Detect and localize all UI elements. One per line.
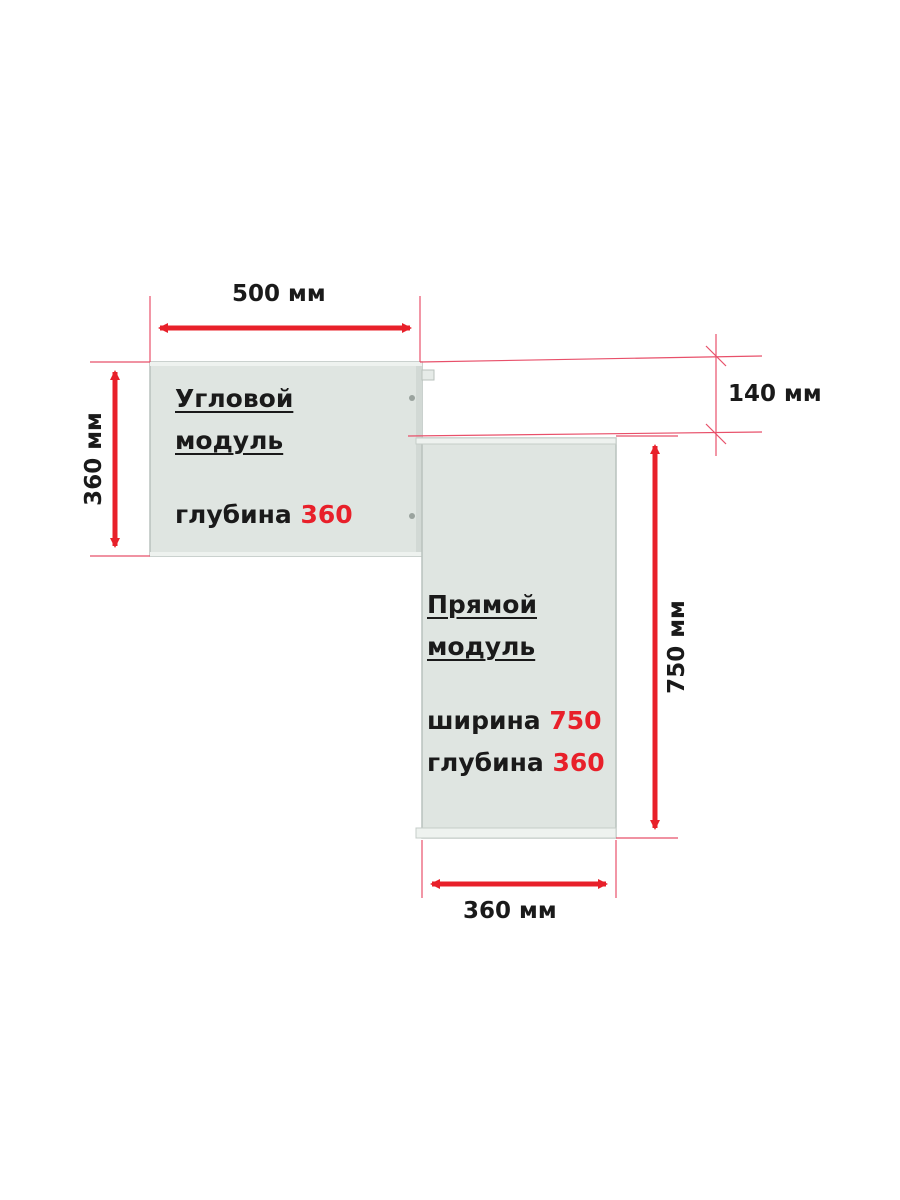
corner-depth-value: 360 — [300, 500, 353, 529]
dim-corner-width-label: 500 мм — [232, 281, 326, 307]
corner-depth-label: глубина — [175, 500, 292, 529]
dim-straight-depth-label: 360 мм — [463, 898, 557, 924]
corner-module-panel — [149, 361, 435, 557]
straight-depth-label: глубина — [427, 748, 544, 777]
dim-offset-label: 140 мм — [728, 381, 822, 407]
dimension-arrows — [110, 323, 660, 889]
straight-width-label: ширина — [427, 706, 541, 735]
dim-straight-length-label: 750 мм — [664, 600, 690, 694]
extension-lines — [90, 296, 763, 898]
corner-module-text: Угловой модуль глубина 360 — [175, 378, 353, 536]
straight-module-text: Прямой модуль ширина 750 глубина 360 — [427, 584, 605, 784]
dim-corner-depth-label: 360 мм — [81, 412, 107, 506]
corner-module-title-line2: модуль — [175, 426, 284, 455]
straight-module-title-line2: модуль — [427, 632, 536, 661]
corner-module-title-line1: Угловой — [175, 384, 294, 413]
straight-width-value: 750 — [549, 706, 602, 735]
straight-module-panel — [415, 437, 617, 839]
straight-module-title-line1: Прямой — [427, 590, 537, 619]
straight-depth-value: 360 — [552, 748, 605, 777]
